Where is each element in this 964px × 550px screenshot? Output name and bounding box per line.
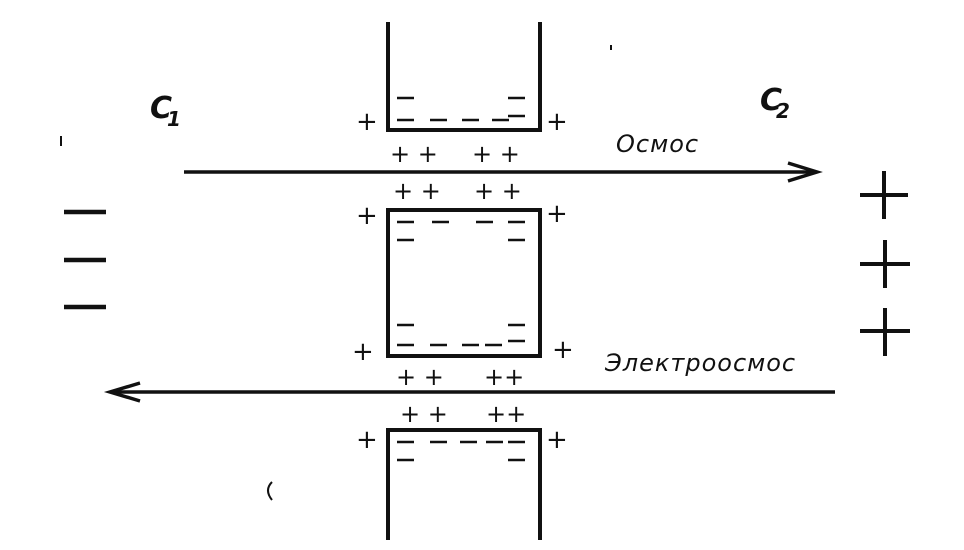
ion-pair: + +	[396, 363, 444, 391]
label-c2-base: C	[760, 83, 782, 118]
ion-pair: + +	[393, 177, 441, 205]
corner-plus: +	[356, 201, 378, 231]
corner-plus: +	[356, 425, 378, 455]
ion-pair: + +	[472, 140, 520, 168]
electroosmosis-arrow	[103, 381, 835, 403]
label-c1-sub: 1	[167, 107, 181, 131]
label-osmos: Осмос	[616, 130, 699, 158]
osmosis-arrow	[184, 161, 823, 183]
ion-pair: ++	[484, 363, 524, 391]
corner-plus: +	[352, 337, 374, 367]
corner-plus: +	[546, 199, 568, 229]
corner-plus: +	[356, 107, 378, 137]
scan-specks	[60, 45, 612, 501]
ion-pair: + +	[400, 400, 448, 428]
ion-pair: + +	[390, 140, 438, 168]
cathode-minus-signs	[64, 209, 106, 310]
membrane-middle-block	[386, 208, 542, 358]
corner-plus-signs: + + + + + + + +	[352, 107, 574, 455]
label-c1: C 1	[150, 91, 181, 131]
ion-pair: + +	[474, 177, 522, 205]
label-electroosmos: Электроосмос	[604, 349, 796, 377]
label-c1-base: C	[150, 91, 172, 126]
ion-pair: ++	[486, 400, 526, 428]
membrane-top-block	[386, 22, 542, 132]
corner-plus: +	[546, 425, 568, 455]
label-c2: C 2	[760, 83, 790, 123]
corner-plus: +	[552, 335, 574, 365]
membrane-bottom-block	[386, 428, 542, 540]
label-c2-sub: 2	[776, 99, 790, 123]
wall-negative-charges	[397, 96, 525, 462]
pore-counter-ions: + + + + + + + + + + ++ + + ++	[390, 140, 526, 428]
anode-plus-signs	[860, 171, 910, 356]
corner-plus: +	[546, 107, 568, 137]
